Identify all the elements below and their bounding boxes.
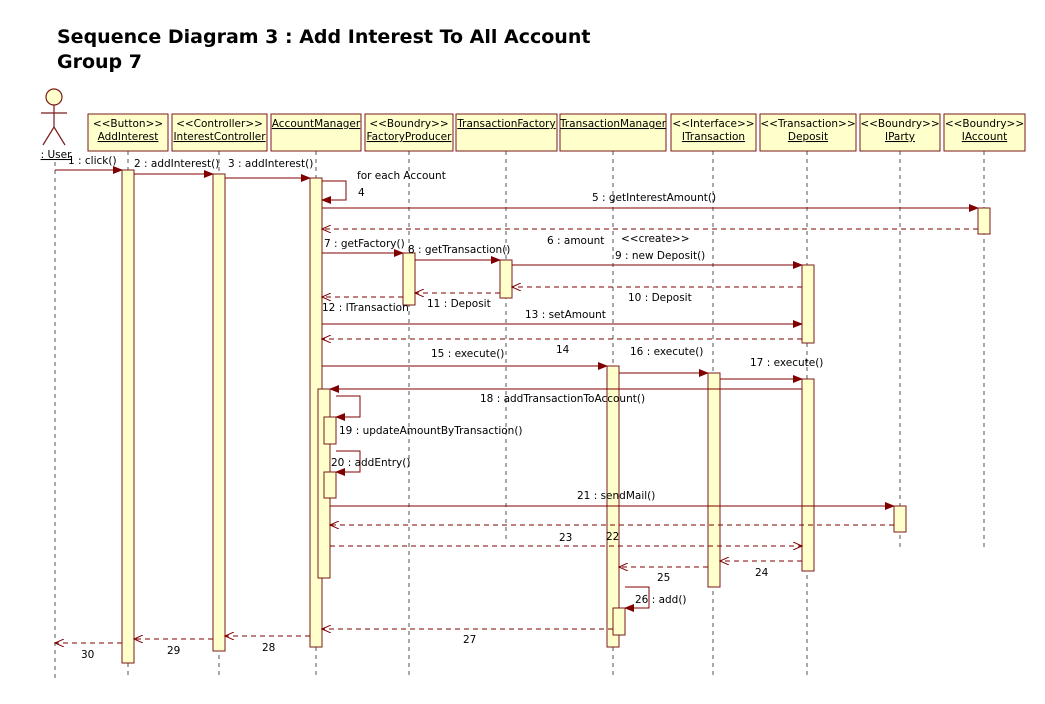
activation-iparty xyxy=(893,505,907,533)
participant-transactionmanager: TransactionManager xyxy=(559,113,667,152)
participant-box xyxy=(87,113,169,152)
participant-name: ITransaction xyxy=(682,131,745,143)
participant-box xyxy=(943,113,1026,152)
message-24-label: 24 xyxy=(755,567,769,579)
message-18-label: 18 : addTransactionToAccount() xyxy=(480,393,645,405)
message-26-label: 26 : add() xyxy=(635,594,687,606)
participant-stereotype: <<Transaction>> xyxy=(760,118,855,130)
message-20-arrow xyxy=(335,450,361,476)
message-16-label: 16 : execute() xyxy=(630,346,703,358)
actor-user: : User xyxy=(41,88,72,161)
participant-name: AccountManager xyxy=(272,118,361,130)
message-15-label: 15 : execute() xyxy=(431,348,504,360)
actor-name: : User xyxy=(41,149,72,161)
diagram-title: Sequence Diagram 3 : Add Interest To All… xyxy=(57,25,590,75)
activation-transactionmanager-2 xyxy=(612,607,626,636)
participant-iparty: <<Boundry>>IParty xyxy=(859,113,941,152)
activation-iaccount xyxy=(977,207,991,235)
activation-transactionfactory xyxy=(499,259,513,299)
message-23-label: 23 xyxy=(559,532,572,544)
message-22-label: 22 xyxy=(606,531,619,543)
message-3-label: 3 : addInterest() xyxy=(228,158,313,170)
message-30-label: 30 xyxy=(81,649,94,661)
participant-factoryproducer: <<Boundry>>FactoryProducer xyxy=(364,113,454,152)
title-line-2: Group 7 xyxy=(57,51,142,73)
participant-stereotype: <<Boundry>> xyxy=(860,118,939,130)
activation-deposit-2 xyxy=(801,378,815,572)
activation-accountmanager-4 xyxy=(323,471,337,499)
loop-note: for each Account xyxy=(357,170,446,182)
participant-name: Deposit xyxy=(788,131,828,143)
message-19-arrow xyxy=(335,395,361,421)
participant-name: TransactionFactory xyxy=(456,118,555,130)
activation-itransaction xyxy=(707,372,721,588)
participant-transactionfactory: TransactionFactory xyxy=(455,113,558,152)
message-8-label: 8 : getTransaction() xyxy=(408,244,510,256)
message-4-arrow xyxy=(321,180,347,204)
participant-box xyxy=(670,113,757,152)
message-14-label: 14 xyxy=(556,344,570,356)
message-4-label: 4 xyxy=(358,187,365,199)
activation-accountmanager-3 xyxy=(323,416,337,445)
activation-deposit xyxy=(801,264,815,344)
participant-addinterest: <<Button>>AddInterest xyxy=(87,113,169,152)
message-1-label: 1 : click() xyxy=(68,155,117,167)
participant-name: TransactionManager xyxy=(559,118,667,130)
participant-interestcontroller: <<Controller>>InterestController xyxy=(171,113,268,152)
participant-box xyxy=(559,113,667,152)
message-20-label: 20 : addEntry() xyxy=(331,457,410,469)
message-28-label: 28 xyxy=(262,642,275,654)
message-11-label: 11 : Deposit xyxy=(427,298,491,310)
title-line-1: Sequence Diagram 3 : Add Interest To All… xyxy=(57,26,591,48)
participant-box xyxy=(171,113,268,152)
message-17-label: 17 : execute() xyxy=(750,357,823,369)
participant-stereotype: <<Boundry>> xyxy=(945,118,1024,130)
message-19-label: 19 : updateAmountByTransaction() xyxy=(339,425,523,437)
participant-box xyxy=(759,113,857,152)
message-7-label: 7 : getFactory() xyxy=(324,238,405,250)
participant-stereotype: <<Controller>> xyxy=(176,118,263,130)
participant-name: InterestController xyxy=(173,131,266,143)
participant-stereotype: <<Interface>> xyxy=(672,118,754,130)
activation-interestcontroller xyxy=(212,173,226,652)
participant-iaccount: <<Boundry>>IAccount xyxy=(943,113,1026,152)
participant-box xyxy=(364,113,454,152)
message-21-label: 21 : sendMail() xyxy=(577,490,655,502)
participant-name: AddInterest xyxy=(98,131,159,143)
activation-factoryproducer xyxy=(402,252,416,306)
participant-accountmanager: AccountManager xyxy=(270,113,362,152)
create-stereotype: <<create>> xyxy=(621,233,690,245)
message-5-label: 5 : getInterestAmount() xyxy=(592,192,716,204)
participant-name: IAccount xyxy=(962,131,1008,143)
message-13-label: 13 : setAmount xyxy=(525,309,606,321)
participant-itransaction: <<Interface>>ITransaction xyxy=(670,113,757,152)
message-27-label: 27 xyxy=(463,634,476,646)
participant-name: FactoryProducer xyxy=(367,131,453,143)
message-10-label: 10 : Deposit xyxy=(628,292,692,304)
participant-stereotype: <<Button>> xyxy=(93,118,163,130)
message-25-label: 25 xyxy=(657,572,670,584)
participant-stereotype: <<Boundry>> xyxy=(369,118,448,130)
participant-box xyxy=(455,113,558,152)
activation-addinterest xyxy=(121,169,135,664)
participant-box xyxy=(859,113,941,152)
participant-deposit: <<Transaction>>Deposit xyxy=(759,113,857,152)
message-29-label: 29 xyxy=(167,645,180,657)
participant-name: IParty xyxy=(885,131,915,143)
participant-box xyxy=(270,113,362,152)
message-9-label: 9 : new Deposit() xyxy=(615,250,705,262)
message-2-label: 2 : addInterest() xyxy=(134,158,219,170)
message-6-label: 6 : amount xyxy=(547,235,604,247)
message-12-label: 12 : ITransaction xyxy=(322,302,409,314)
message-26-arrow xyxy=(624,586,650,612)
stick-figure-icon xyxy=(41,88,67,146)
